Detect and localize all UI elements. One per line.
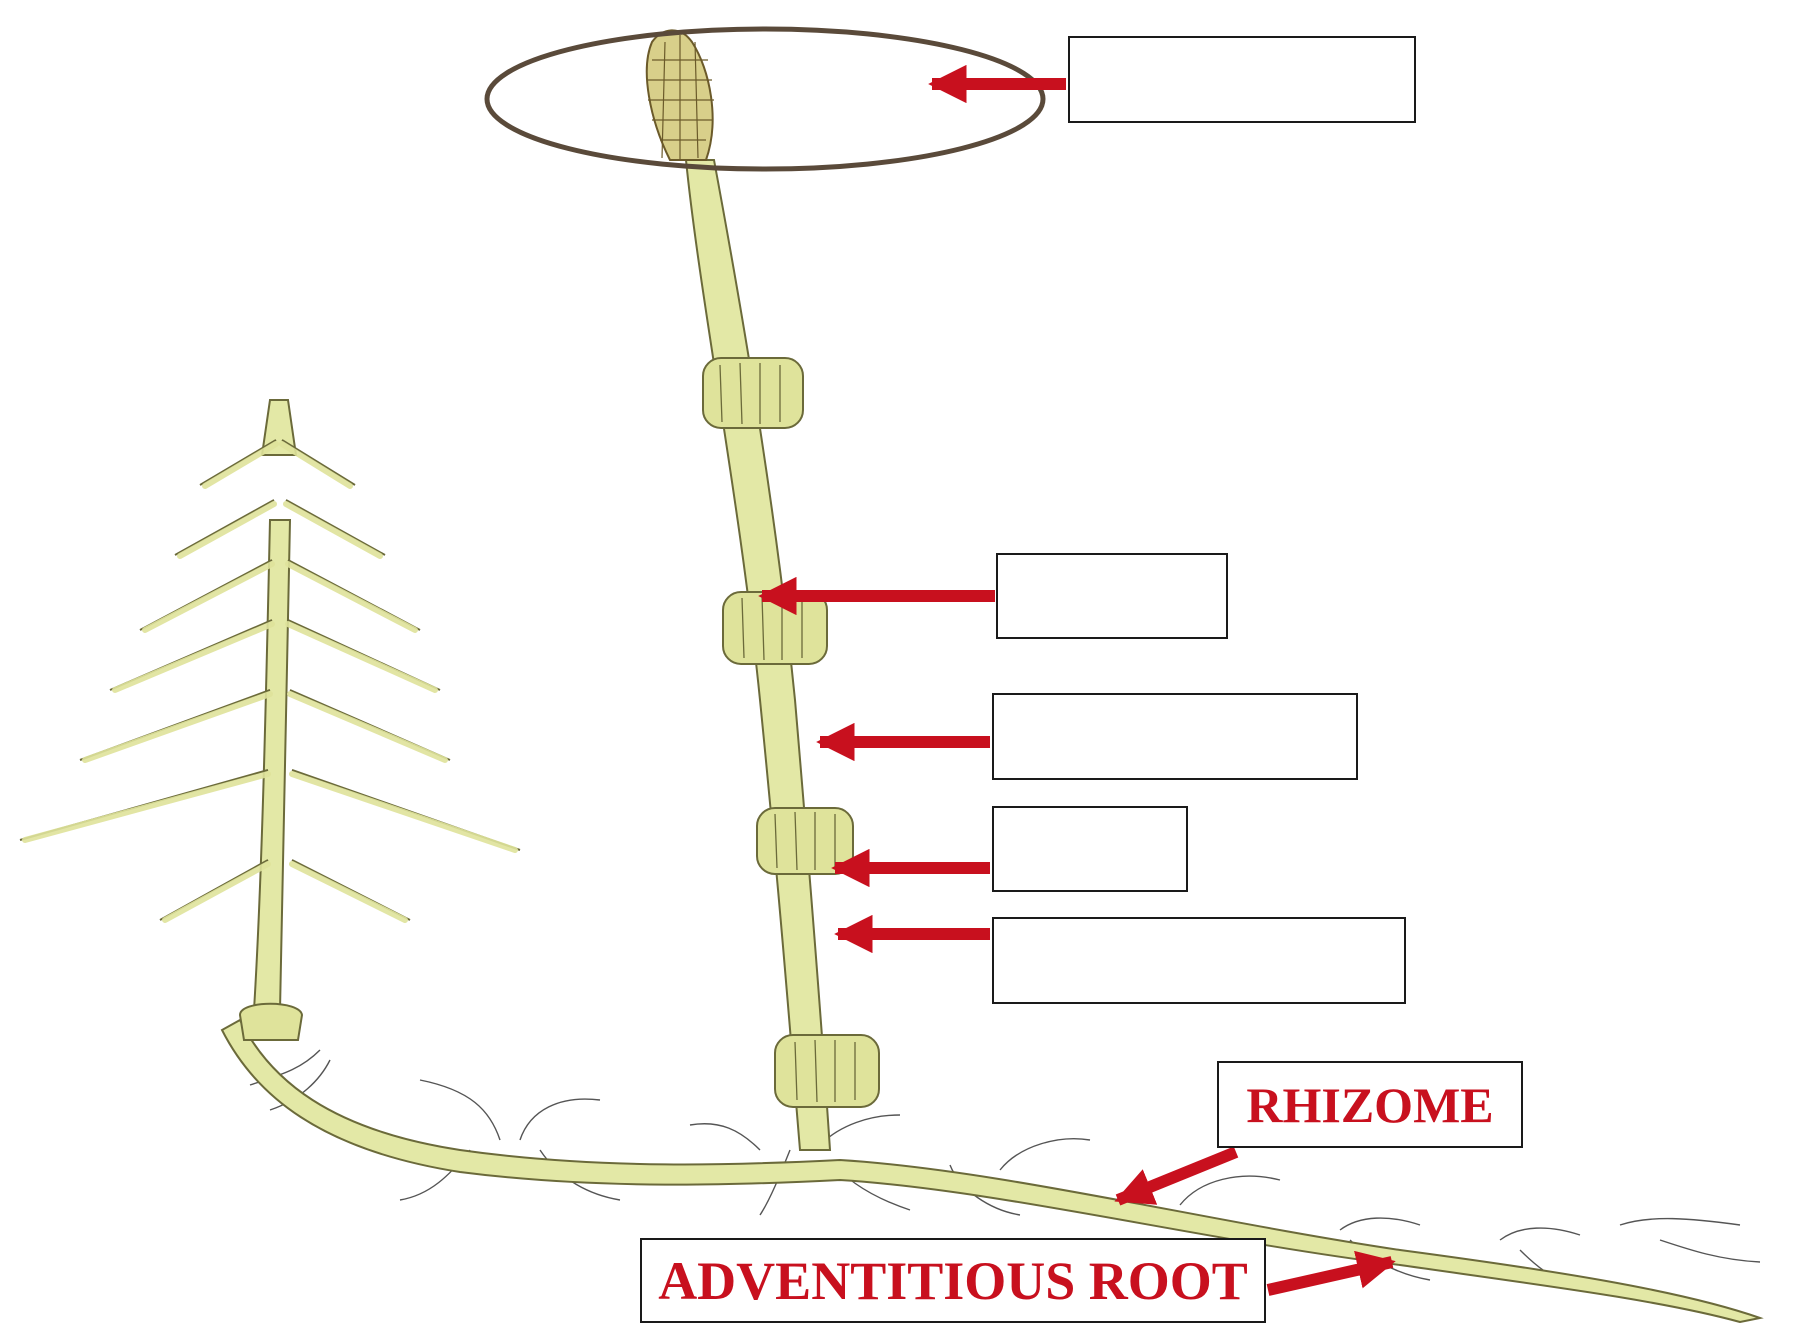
arrow-to-rhizome <box>1118 1152 1236 1200</box>
blank-label-box-stem[interactable] <box>992 693 1358 780</box>
sterile-shoot <box>20 400 520 1040</box>
blank-label-box-internode[interactable] <box>992 917 1406 1004</box>
rhizome-label: RHIZOME <box>1217 1061 1523 1148</box>
highlight-circle <box>487 29 1043 169</box>
blank-label-box-sheath[interactable] <box>996 553 1228 639</box>
adventitious-root-label: ADVENTITIOUS ROOT <box>640 1238 1266 1323</box>
blank-label-box-strobilus[interactable] <box>1068 36 1416 123</box>
arrow-to-adventitious-root <box>1268 1262 1392 1290</box>
blank-label-box-node[interactable] <box>992 806 1188 892</box>
